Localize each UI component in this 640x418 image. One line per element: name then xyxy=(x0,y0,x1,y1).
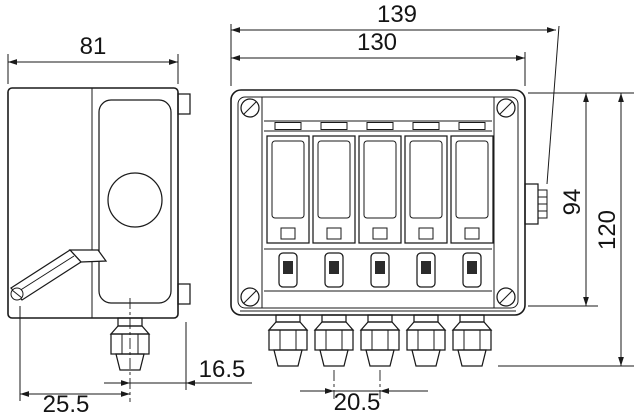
cable-gland xyxy=(405,314,447,367)
side-body-outline xyxy=(7,87,179,319)
front-view xyxy=(230,89,548,367)
module-window xyxy=(450,135,494,244)
side-knockout-circle xyxy=(107,172,163,228)
dim-label-overall-width: 139 xyxy=(377,1,417,28)
side-cover-profile xyxy=(98,99,172,304)
status-indicator xyxy=(324,252,344,288)
cable-gland xyxy=(267,314,309,367)
cable-gland xyxy=(359,314,401,367)
dimension-lines xyxy=(7,24,634,401)
dim-label-gland-spacing: 20.5 xyxy=(334,389,381,416)
dim-label-overall-height: 120 xyxy=(594,210,621,250)
side-view xyxy=(7,87,191,402)
dim-label-gland-offset: 25.5 xyxy=(43,391,90,418)
corner-screw xyxy=(240,287,260,307)
label-strip xyxy=(264,120,492,132)
clamp-arm-detail xyxy=(18,255,75,292)
side-mounting-tab-bottom xyxy=(177,283,191,305)
corner-screw xyxy=(496,287,516,307)
dim-label-gland-to-edge: 16.5 xyxy=(199,356,246,383)
cable-gland xyxy=(313,314,355,367)
clamp-screw-slot xyxy=(11,289,23,299)
corner-screws xyxy=(240,98,516,307)
module-window xyxy=(312,135,356,244)
dim-label-body-width: 130 xyxy=(357,29,397,56)
status-indicator xyxy=(370,252,390,288)
cable-glands-front xyxy=(267,314,493,367)
status-indicator xyxy=(416,252,436,288)
status-indicator xyxy=(278,252,298,288)
corner-screw xyxy=(496,98,516,118)
front-lid-edge xyxy=(237,96,519,309)
module-window xyxy=(358,135,402,244)
module-windows xyxy=(266,135,494,244)
mounting-clamp xyxy=(10,249,108,301)
dim-label-depth: 81 xyxy=(80,33,107,60)
side-mounting-tab-top xyxy=(177,93,191,115)
gland-cap-nut xyxy=(115,353,145,371)
corner-screw xyxy=(240,98,260,118)
dimension-labels: 139 130 81 94 120 25.5 16.5 20.5 xyxy=(43,1,621,418)
module-window xyxy=(404,135,448,244)
status-indicator xyxy=(462,252,482,288)
module-window xyxy=(266,135,310,244)
cable-gland xyxy=(451,314,493,367)
switch-strip xyxy=(264,248,492,292)
side-connector xyxy=(524,183,548,225)
dim-label-body-height: 94 xyxy=(559,189,586,216)
